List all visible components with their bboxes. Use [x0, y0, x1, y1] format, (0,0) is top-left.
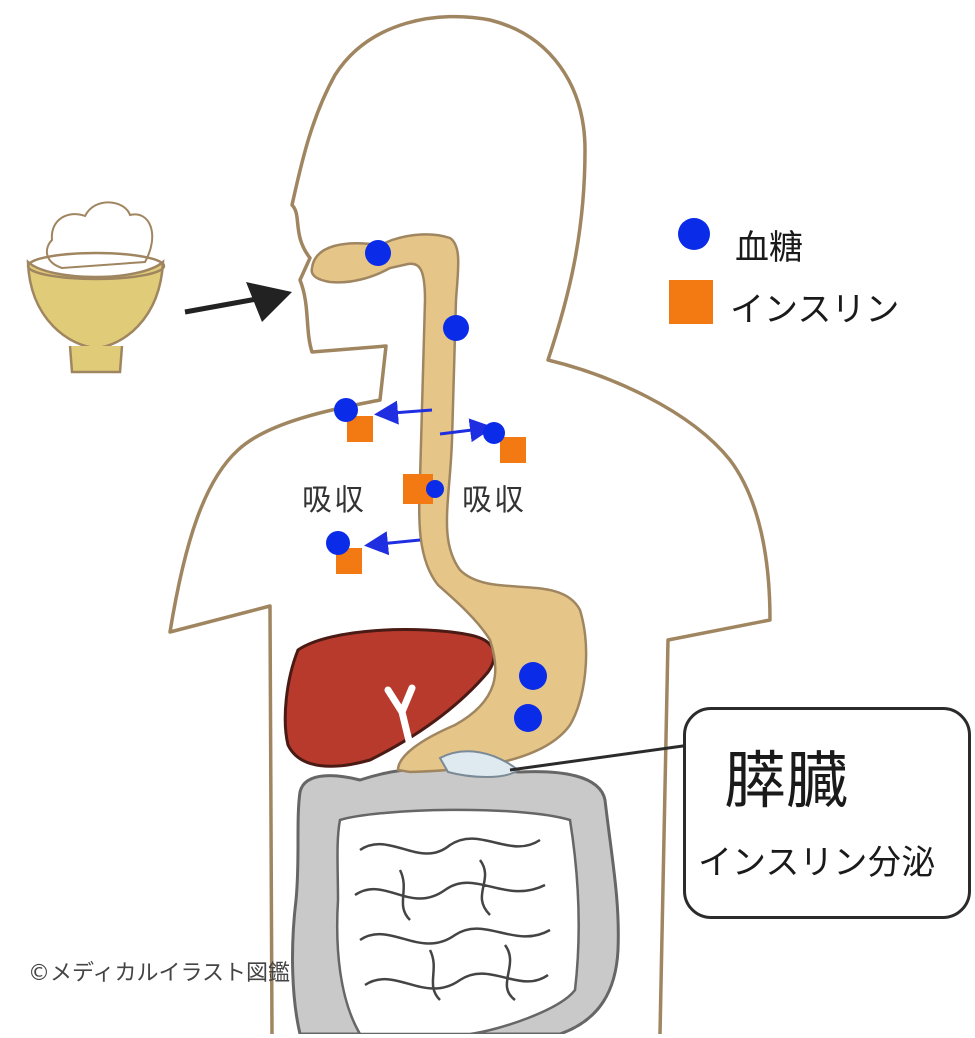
pancreas-title: 膵臓 — [724, 730, 848, 820]
pancreas-subtitle: インスリン分泌 — [698, 835, 935, 884]
absorption-label-right: 吸収 — [462, 475, 526, 519]
arrow-right-icon — [185, 282, 292, 322]
rice-bowl-icon — [28, 202, 164, 372]
legend-blood-sugar-dot — [678, 218, 710, 250]
copyright-credit: ©メディカルイラスト図鑑 — [28, 955, 290, 987]
legend-insulin-label: インスリン — [730, 282, 899, 331]
absorption-label-left: 吸収 — [302, 475, 366, 519]
legend-insulin-square — [669, 280, 713, 324]
legend-blood-sugar-label: 血糖 — [735, 220, 803, 269]
pancreas-callout: 膵臓 インスリン分泌 — [683, 707, 971, 919]
intestines — [293, 768, 619, 1034]
